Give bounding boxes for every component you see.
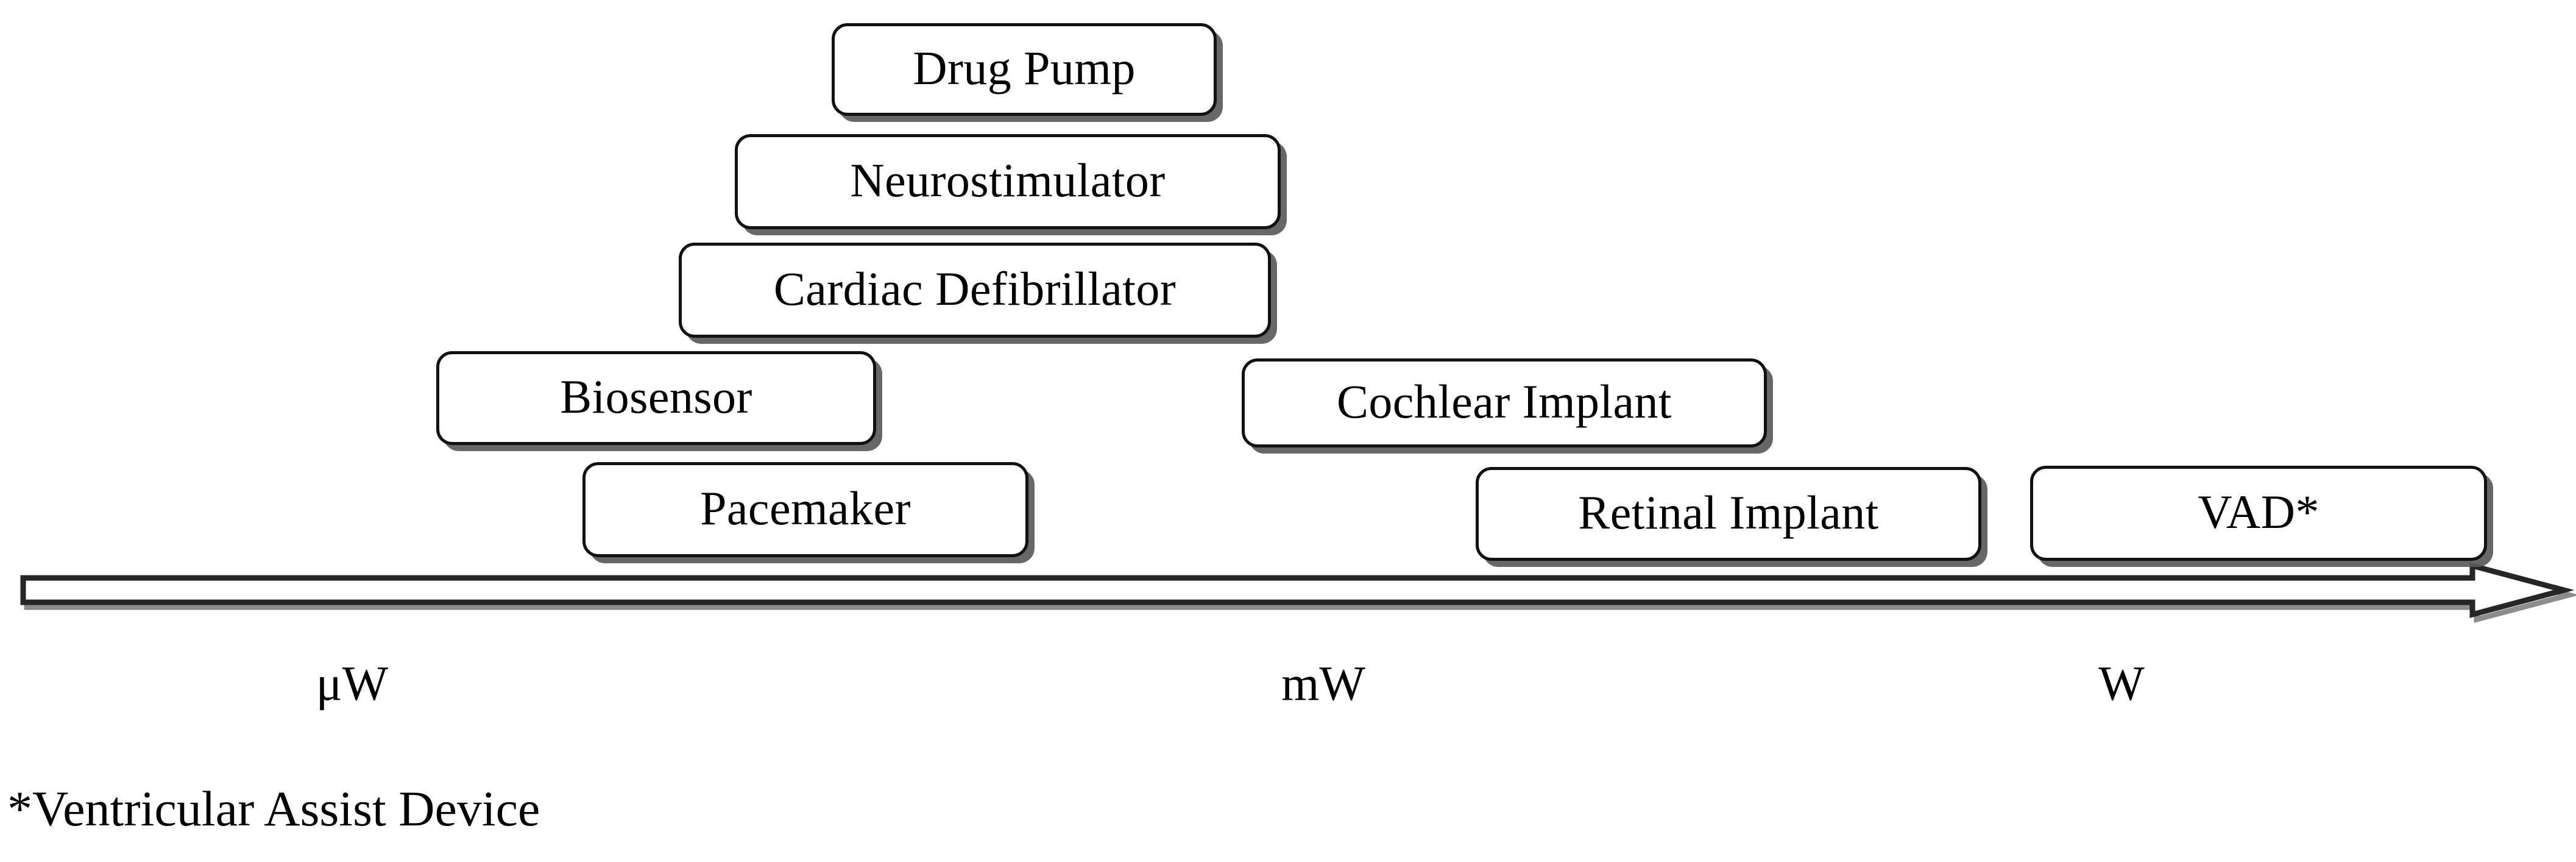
footnote-vad-expansion: *Ventricular Assist Device	[7, 781, 540, 836]
device-label: Pacemaker	[700, 482, 911, 535]
scale-label-micro-watt: μW	[316, 660, 388, 708]
device-label: Biosensor	[560, 370, 752, 423]
device-box-cardiac-defibrillator[interactable]: Cardiac Defibrillator	[679, 243, 1271, 338]
scale-label-text: W	[2098, 657, 2145, 711]
axis-arrow-shape	[20, 562, 2576, 623]
device-box-neurostimulator[interactable]: Neurostimulator	[735, 134, 1281, 229]
device-label: Retinal Implant	[1578, 486, 1879, 539]
scale-label-watt: W	[2098, 660, 2145, 708]
device-box-cochlear-implant[interactable]: Cochlear Implant	[1242, 358, 1767, 447]
device-label: VAD*	[2198, 485, 2319, 538]
device-box-pacemaker[interactable]: Pacemaker	[582, 462, 1028, 557]
device-box-vad[interactable]: VAD*	[2030, 466, 2487, 561]
device-label: Neurostimulator	[850, 154, 1166, 207]
device-label: Cardiac Defibrillator	[773, 262, 1177, 315]
device-box-drug-pump[interactable]: Drug Pump	[832, 23, 1217, 116]
scale-label-milli-watt: mW	[1281, 660, 1365, 708]
scale-label-text: μW	[316, 657, 389, 711]
device-box-retinal-implant[interactable]: Retinal Implant	[1476, 467, 1981, 561]
device-box-biosensor[interactable]: Biosensor	[436, 351, 876, 445]
power-axis-arrow	[18, 562, 2576, 623]
device-label: Cochlear Implant	[1336, 375, 1672, 428]
scale-label-text: mW	[1281, 657, 1365, 711]
device-label: Drug Pump	[913, 41, 1136, 94]
axis-arrow-outline	[20, 562, 2575, 618]
